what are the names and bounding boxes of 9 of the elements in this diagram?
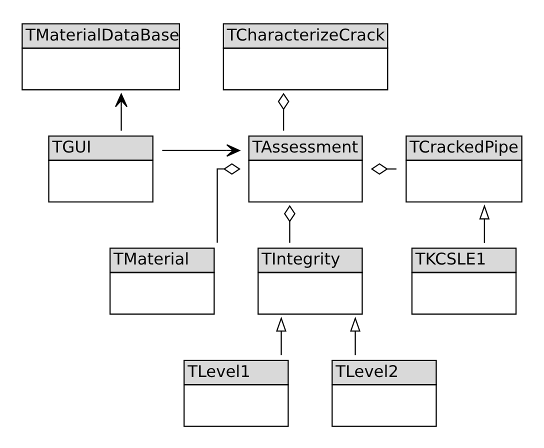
arrow	[350, 316, 361, 355]
connector	[284, 204, 296, 242]
arrow	[276, 316, 287, 355]
connector	[216, 162, 241, 242]
arrow	[162, 144, 240, 156]
connector	[278, 92, 290, 130]
connector	[370, 162, 396, 174]
arrow	[114, 92, 128, 130]
arrow	[479, 204, 490, 242]
